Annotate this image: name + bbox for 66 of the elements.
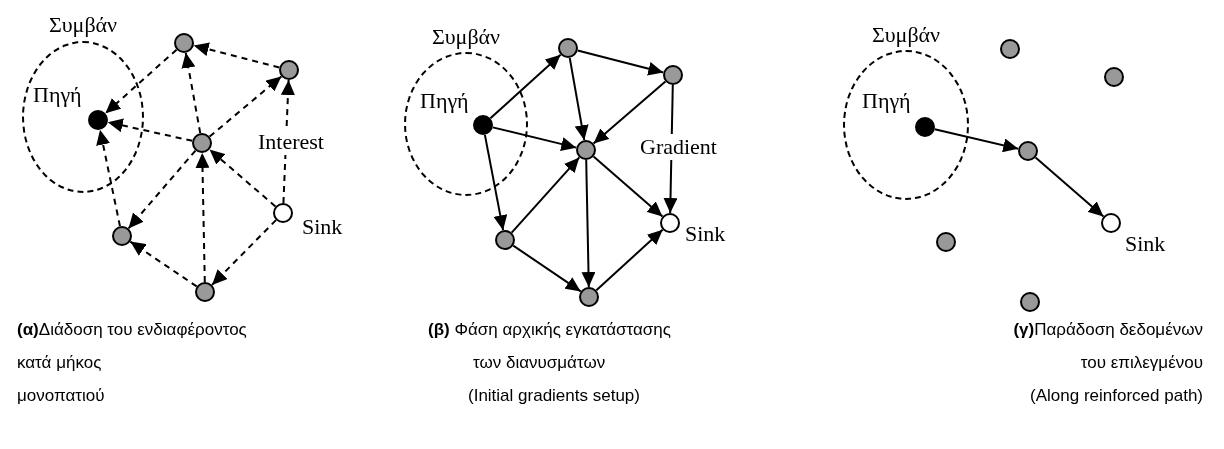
caption-line: των διανυσμάτων [473, 353, 606, 373]
arrow [280, 79, 295, 204]
region-title: Συμβάν [870, 22, 942, 48]
arrow [104, 48, 178, 115]
arrow [491, 126, 578, 151]
sensor-node-circle [112, 226, 132, 246]
sensor-node-circle [1000, 39, 1020, 59]
node-label: Πηγή [33, 82, 82, 108]
sensor-node-circle [1018, 141, 1038, 161]
arrow [512, 244, 582, 293]
arrow [595, 228, 664, 292]
arrow [592, 155, 664, 218]
node-label: Sink [1125, 231, 1166, 257]
sensor-node-circle [915, 117, 935, 137]
sensor-node-circle [660, 213, 680, 233]
node-label: Πηγή [862, 88, 911, 114]
arrow [510, 156, 581, 234]
sensor-node-circle [192, 133, 212, 153]
sensor-node-circle [936, 232, 956, 252]
node-label: Sink [685, 221, 726, 247]
arrow [483, 133, 508, 232]
arrow [195, 152, 210, 283]
arrow [1034, 156, 1105, 218]
arrow [568, 56, 589, 142]
sensor-node-circle [1101, 213, 1121, 233]
phase-label: Gradient [640, 134, 717, 160]
sensor-node-circle [663, 65, 683, 85]
arrow [96, 128, 121, 228]
arrow [208, 75, 283, 138]
arrow [181, 51, 202, 135]
caption-line: του επιλεγμένου [1080, 353, 1203, 373]
sensor-node-circle [1020, 292, 1040, 312]
caption-line: (γ)Παράδοση δεδομένων [1013, 320, 1203, 340]
sensor-node-circle [576, 140, 596, 160]
region-title: Συμβάν [430, 24, 502, 50]
node-label: Πηγή [420, 88, 469, 114]
arrow [106, 118, 194, 142]
arrow [127, 149, 197, 230]
caption-line: κατά μήκος [17, 353, 102, 373]
sensor-node-circle [1104, 67, 1124, 87]
sensor-node-circle [279, 60, 299, 80]
caption-line: (Along reinforced path) [1030, 386, 1203, 406]
sensor-node-circle [273, 203, 293, 223]
arrow [581, 159, 596, 288]
sensor-node-circle [88, 110, 108, 130]
arrow [489, 53, 562, 120]
caption-line: (α)Διάδοση του ενδιαφέροντος [17, 320, 247, 340]
arrow [933, 128, 1020, 153]
sensor-node-circle [495, 230, 515, 250]
sensor-node-circle [473, 115, 493, 135]
caption-line: μονοπατιού [17, 386, 105, 406]
arrow [208, 148, 277, 208]
arrow [576, 49, 665, 76]
arrow [592, 80, 667, 145]
phase-label: Interest [258, 129, 324, 155]
sensor-node-circle [558, 38, 578, 58]
caption-line: (β) Φάση αρχικής εγκατάστασης [428, 320, 671, 340]
sensor-node-circle [579, 287, 599, 307]
arrow [211, 219, 277, 286]
arrow [129, 240, 198, 288]
caption-line: (Initial gradients setup) [468, 386, 640, 406]
sensor-node-circle [174, 33, 194, 53]
region-title: Συμβάν [47, 12, 119, 38]
node-label: Sink [302, 214, 343, 240]
sensor-node-circle [195, 282, 215, 302]
arrow [192, 42, 281, 69]
